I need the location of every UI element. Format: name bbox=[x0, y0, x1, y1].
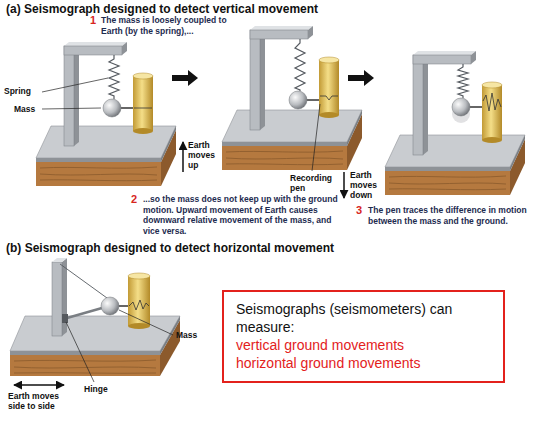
sequence-arrow bbox=[172, 70, 198, 86]
callout-number: 2 bbox=[131, 193, 141, 205]
support-wire bbox=[60, 264, 107, 298]
drum-trace bbox=[320, 96, 338, 100]
motion-arrow bbox=[182, 142, 184, 172]
callout-text: The mass is loosely coupled to Earth (by… bbox=[101, 15, 236, 36]
wood-base bbox=[10, 355, 160, 376]
seismograph-rig bbox=[385, 51, 525, 195]
box-heading: Seismographs (seismometers) can measure: bbox=[236, 300, 491, 336]
metal-plate bbox=[10, 316, 180, 351]
drum-trace bbox=[483, 93, 501, 111]
sequence-arrow bbox=[348, 70, 374, 86]
leader-line bbox=[66, 322, 94, 382]
motion-label: Earth moves side to side bbox=[8, 391, 68, 411]
seismograph-rig bbox=[36, 42, 176, 186]
mass-ball bbox=[452, 98, 470, 116]
section-heading: (b) Seismograph designed to detect horiz… bbox=[6, 241, 436, 255]
panel-earth-down bbox=[385, 51, 525, 195]
panel-earth-up bbox=[222, 26, 362, 170]
motion-arrow bbox=[343, 172, 345, 198]
recording-pen bbox=[470, 106, 482, 108]
section-heading: (a) Seismograph designed to detect verti… bbox=[6, 2, 436, 16]
leader-line bbox=[42, 78, 108, 92]
leader-line bbox=[312, 104, 320, 171]
motion-arrow bbox=[14, 384, 64, 386]
drum-trace bbox=[134, 108, 152, 109]
mass-ball bbox=[289, 91, 307, 109]
part-label: Spring bbox=[4, 86, 44, 96]
callout-text: ...so the mass does not keep up with the… bbox=[143, 194, 348, 236]
hinged-rod bbox=[67, 308, 102, 318]
spring bbox=[295, 39, 305, 91]
hinge bbox=[62, 314, 68, 323]
frame-post bbox=[52, 262, 62, 336]
box-item: vertical ground movements bbox=[236, 336, 491, 354]
plate-edge bbox=[10, 351, 160, 355]
part-label: Hinge bbox=[84, 384, 118, 394]
spring bbox=[458, 64, 468, 98]
mass-ball bbox=[101, 297, 119, 315]
callout-text: The pen traces the difference in motion … bbox=[368, 205, 530, 226]
recording-pen bbox=[121, 107, 133, 109]
drum-trace bbox=[129, 300, 149, 310]
recording-pen bbox=[307, 99, 319, 101]
motion-label: Earth moves down bbox=[350, 170, 386, 200]
drum-top bbox=[128, 273, 150, 279]
recording-drum bbox=[128, 276, 150, 326]
leader-line bbox=[119, 310, 173, 335]
post-top bbox=[52, 258, 67, 262]
motion-label: Earth moves up bbox=[188, 140, 224, 170]
panel-rest bbox=[36, 42, 176, 186]
leader-line bbox=[42, 108, 101, 109]
drum-bottom bbox=[128, 323, 150, 329]
callout-number: 3 bbox=[356, 204, 366, 216]
panel-horizontal bbox=[10, 258, 180, 376]
part-label: Mass bbox=[14, 104, 44, 114]
spring bbox=[109, 55, 119, 99]
box-item: horizontal ground movements bbox=[236, 354, 491, 372]
part-label: Recording pen bbox=[290, 173, 338, 193]
post-side bbox=[62, 258, 67, 336]
summary-box: Seismographs (seismometers) can measure:… bbox=[222, 290, 505, 383]
mass-ball bbox=[103, 99, 121, 117]
part-label: Mass bbox=[176, 330, 206, 340]
seismograph-rig bbox=[222, 26, 362, 170]
callout-number: 1 bbox=[90, 14, 100, 26]
recording-pen bbox=[119, 305, 128, 307]
